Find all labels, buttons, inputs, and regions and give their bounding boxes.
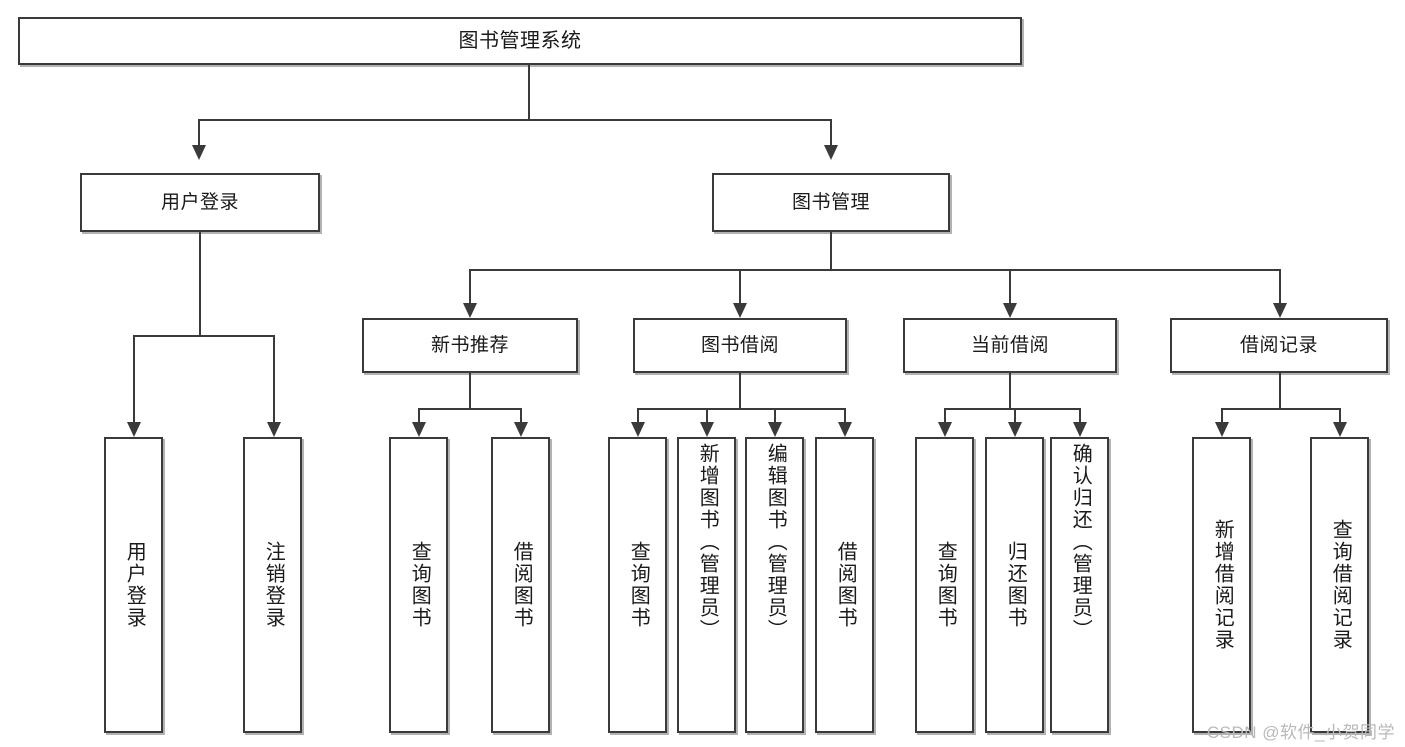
arrowhead-l2-1 (463, 303, 477, 318)
arrowhead-current-leaf-1 (938, 422, 952, 437)
leaf-borrow-book-newbook[interactable]: 借阅图书 (491, 437, 550, 733)
node-label: 用户登录 (160, 191, 239, 213)
connector-current-to-leaf-3 (1079, 408, 1081, 422)
leaf-query-book-borrow[interactable]: 查询图书 (608, 437, 667, 733)
arrowhead-login-leaf-1 (127, 422, 141, 437)
connector-borrow-to-leaf-1 (637, 408, 639, 422)
node-new-book-recommend[interactable]: 新书推荐 (362, 318, 578, 373)
connector-newbook-to-leaf-1 (418, 408, 420, 422)
connector-borrow-to-leaf-4 (844, 408, 846, 422)
connector-current-to-leaf-2 (1014, 408, 1016, 422)
arrowhead-current-leaf-2 (1008, 422, 1022, 437)
connector-bookmgmt-to-l2-2 (739, 269, 741, 303)
node-label: 借阅记录 (1239, 334, 1318, 356)
connector-borrow-to-leaf-3 (774, 408, 776, 422)
node-label: 新书推荐 (430, 334, 509, 356)
leaf-logout[interactable]: 注销登录 (243, 437, 302, 733)
node-label: 查询图书 (408, 541, 431, 629)
connector-current-bar (944, 408, 1079, 410)
leaf-user-login[interactable]: 用户登录 (104, 437, 163, 733)
connector-record-to-leaf-2 (1339, 408, 1341, 422)
connector-current-stem (1009, 373, 1011, 408)
leaf-add-borrow-record[interactable]: 新增借阅记录 (1192, 437, 1251, 733)
node-label: 图书管理 (791, 191, 870, 213)
arrowhead-borrow-leaf-2 (700, 422, 714, 437)
connector-record-bar (1221, 408, 1339, 410)
leaf-edit-book-admin[interactable]: 编辑图书（管理员） (745, 437, 804, 733)
node-label: 查询图书 (627, 541, 650, 629)
watermark-text: CSDN @软件_小贺同学 (1206, 723, 1395, 742)
arrowhead-current-leaf-3 (1073, 422, 1087, 437)
node-user-login[interactable]: 用户登录 (80, 173, 320, 232)
arrowhead-newbook-leaf-2 (514, 422, 528, 437)
connector-root-to-login (198, 119, 200, 145)
leaf-query-borrow-record[interactable]: 查询借阅记录 (1310, 437, 1369, 733)
connector-bookmgmt-bar (469, 269, 1279, 271)
node-label: 新增借阅记录 (1211, 519, 1234, 651)
connector-newbook-bar (418, 408, 520, 410)
node-root-system[interactable]: 图书管理系统 (18, 17, 1022, 65)
connector-bookmgmt-to-l2-1 (469, 269, 471, 303)
connector-borrow-stem (739, 373, 741, 408)
connector-login-to-leaf-1 (133, 335, 135, 422)
arrowhead-l2-3 (1003, 303, 1017, 318)
connector-login-to-leaf-2 (273, 335, 275, 422)
arrowhead-borrow-leaf-1 (631, 422, 645, 437)
connector-bookmgmt-to-l2-4 (1279, 269, 1281, 303)
node-borrow-record[interactable]: 借阅记录 (1170, 318, 1388, 373)
connector-newbook-stem (469, 373, 471, 408)
connector-login-bar (133, 335, 273, 337)
arrowhead-record-leaf-2 (1333, 422, 1347, 437)
node-label: 查询借阅记录 (1329, 519, 1352, 651)
connector-record-stem (1279, 373, 1281, 408)
node-label: 新增图书（管理员） (696, 443, 719, 641)
leaf-return-book[interactable]: 归还图书 (985, 437, 1044, 733)
node-label: 当前借阅 (970, 334, 1049, 356)
connector-root-stem (528, 65, 530, 119)
connector-borrow-bar (637, 408, 844, 410)
arrowhead-borrow-leaf-4 (838, 422, 852, 437)
node-label: 查询图书 (934, 541, 957, 629)
leaf-query-book-current[interactable]: 查询图书 (915, 437, 974, 733)
connector-current-to-leaf-1 (944, 408, 946, 422)
node-label: 注销登录 (262, 541, 285, 629)
connector-root-bar (198, 119, 830, 121)
node-label: 图书借阅 (700, 334, 779, 356)
arrowhead-login-leaf-2 (267, 422, 281, 437)
connector-newbook-to-leaf-2 (520, 408, 522, 422)
node-book-borrow[interactable]: 图书借阅 (633, 318, 847, 373)
node-book-management[interactable]: 图书管理 (712, 173, 950, 232)
node-label: 编辑图书（管理员） (764, 443, 787, 641)
arrowhead-newbook-leaf-1 (412, 422, 426, 437)
arrowhead-root-to-login (192, 145, 206, 160)
arrowhead-root-to-bookmgmt (824, 145, 838, 160)
node-label: 确认归还（管理员） (1069, 443, 1092, 641)
node-label: 借阅图书 (510, 541, 533, 629)
arrowhead-l2-4 (1273, 303, 1287, 318)
connector-login-stem (199, 232, 201, 335)
connector-borrow-to-leaf-2 (706, 408, 708, 422)
leaf-query-book-newbook[interactable]: 查询图书 (389, 437, 448, 733)
node-label: 用户登录 (123, 541, 146, 629)
node-label: 图书管理系统 (458, 29, 582, 52)
connector-bookmgmt-stem (830, 232, 832, 269)
leaf-add-book-admin[interactable]: 新增图书（管理员） (677, 437, 736, 733)
connector-bookmgmt-to-l2-3 (1009, 269, 1011, 303)
connector-record-to-leaf-1 (1221, 408, 1223, 422)
node-label: 借阅图书 (834, 541, 857, 629)
arrowhead-record-leaf-1 (1215, 422, 1229, 437)
connector-root-to-bookmgmt (830, 119, 832, 145)
leaf-confirm-return-admin[interactable]: 确认归还（管理员） (1050, 437, 1109, 733)
leaf-borrow-book[interactable]: 借阅图书 (815, 437, 874, 733)
arrowhead-l2-2 (733, 303, 747, 318)
node-current-borrow[interactable]: 当前借阅 (903, 318, 1117, 373)
node-label: 归还图书 (1004, 541, 1027, 629)
arrowhead-borrow-leaf-3 (768, 422, 782, 437)
